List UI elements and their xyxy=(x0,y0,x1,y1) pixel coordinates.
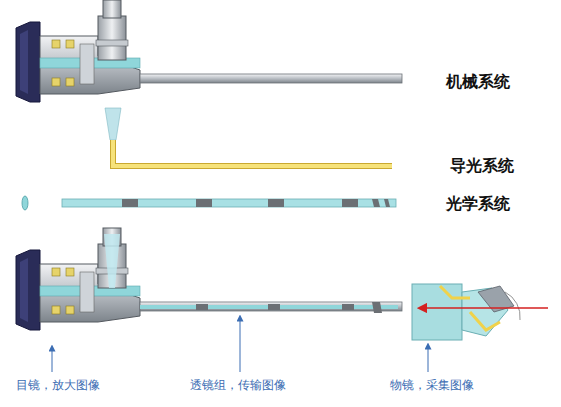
rod-lens-inner xyxy=(140,305,398,309)
objective-stack xyxy=(372,199,390,207)
light-cone xyxy=(105,108,121,140)
spacer xyxy=(196,304,208,310)
objective-stack xyxy=(372,302,382,313)
leader-arrow xyxy=(52,348,53,372)
objective-block xyxy=(412,284,462,340)
part-caption: 物镜，采集图像 xyxy=(390,377,474,394)
light-cone xyxy=(104,234,120,288)
rod-lens-tube xyxy=(62,199,396,207)
system-label: 机械系统 xyxy=(446,72,510,93)
leader-arrow xyxy=(428,346,429,372)
optical-system xyxy=(22,196,396,210)
light-guide-outline xyxy=(113,140,392,166)
spacer xyxy=(196,199,212,207)
angle-arc xyxy=(505,292,520,320)
part-caption: 透镜组，传输图像 xyxy=(190,377,286,394)
leader-arrow xyxy=(240,318,241,372)
part-caption: 目镜，放大图像 xyxy=(16,377,100,394)
mechanical-system xyxy=(16,0,402,102)
objective-detail xyxy=(412,284,548,340)
light-ray xyxy=(470,312,500,330)
system-label: 导光系统 xyxy=(450,156,514,177)
image-ray-arrow xyxy=(422,307,548,309)
assembled-scope xyxy=(16,228,402,330)
eyepiece-lens xyxy=(22,196,28,210)
spacer xyxy=(342,304,354,310)
system-label: 光学系统 xyxy=(446,194,510,215)
light-guide-fiber xyxy=(113,140,392,166)
spacer xyxy=(342,199,358,207)
spacer xyxy=(268,304,280,310)
spacer xyxy=(122,199,138,207)
spacer xyxy=(268,199,284,207)
light-ray xyxy=(440,286,470,298)
